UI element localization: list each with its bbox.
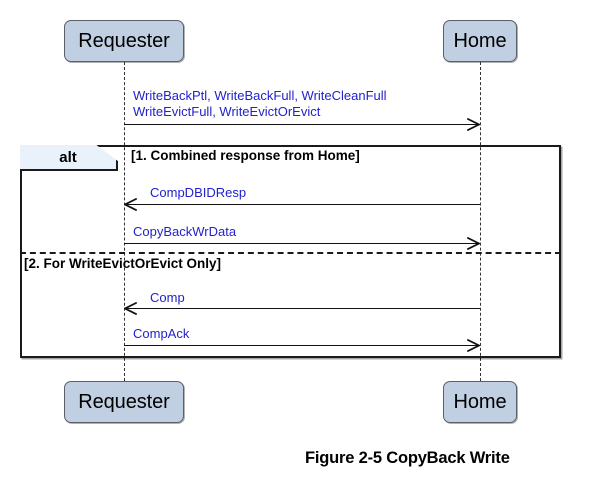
message-label-compack: CompAck: [133, 326, 190, 341]
message-line-compack: [124, 345, 480, 346]
lifeline-home: [480, 62, 481, 381]
fragment-condition-2: [2. For WriteEvictOrEvict Only]: [24, 256, 222, 271]
participant-label-requester-top: Requester: [78, 29, 170, 52]
fragment-operator-label: alt: [59, 148, 77, 166]
fragment-condition-1: [1. Combined response from Home]: [131, 148, 360, 163]
message-label-comp: Comp: [150, 290, 185, 305]
message-label-writeback-line1: WriteBackPtl, WriteBackFull, WriteCleanF…: [133, 88, 387, 103]
message-label-copybackwrdata: CopyBackWrData: [133, 224, 237, 239]
participant-box-requester-top[interactable]: Requester: [64, 20, 184, 62]
arrow-head-right-compack: [467, 338, 480, 352]
combined-fragment-alt: [20, 145, 561, 358]
message-line-copybackwrdata: [124, 243, 480, 244]
participant-box-home-bottom[interactable]: Home: [443, 381, 517, 423]
message-label-writeback-line2: WriteEvictFull, WriteEvictOrEvict: [133, 104, 321, 119]
participant-label-requester-bottom: Requester: [78, 390, 170, 413]
message-line-comp: [124, 308, 480, 309]
message-line-writeback: [124, 124, 480, 125]
fragment-operand-divider: [20, 252, 561, 254]
arrow-head-left-comp: [124, 301, 137, 315]
message-label-compdbidresp: CompDBIDResp: [150, 185, 247, 200]
arrow-head-right-copybackwrdata: [467, 236, 480, 250]
message-line-compdbidresp: [124, 204, 480, 205]
lifeline-requester: [124, 62, 125, 381]
participant-label-home-top: Home: [453, 29, 507, 52]
figure-caption: Figure 2-5 CopyBack Write: [305, 449, 510, 467]
participant-box-home-top[interactable]: Home: [443, 20, 517, 62]
participant-box-requester-bottom[interactable]: Requester: [64, 381, 184, 423]
participant-label-home-bottom: Home: [453, 390, 507, 413]
arrow-head-left-compdbidresp: [124, 197, 137, 211]
arrow-head-right-writeback: [467, 117, 480, 131]
